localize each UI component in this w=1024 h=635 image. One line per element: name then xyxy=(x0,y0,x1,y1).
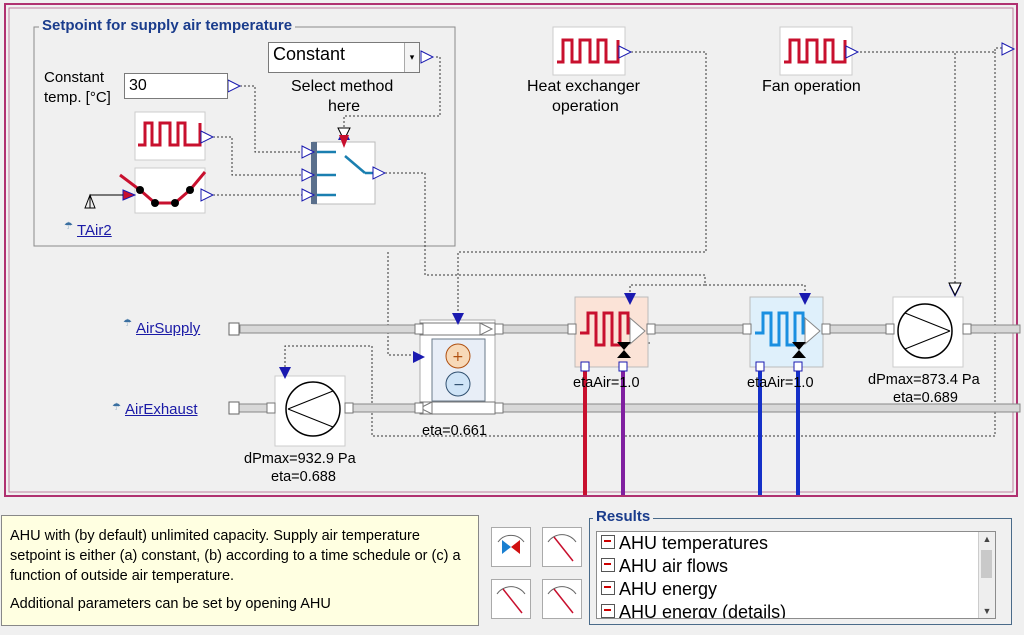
results-scrollbar[interactable]: ▲ ▼ xyxy=(978,532,995,618)
svg-text:−: − xyxy=(453,377,465,393)
svg-text:☂: ☂ xyxy=(112,402,121,413)
select-method-label-2: here xyxy=(328,98,361,115)
scroll-down-icon[interactable]: ▼ xyxy=(982,606,992,616)
water-pipes xyxy=(583,370,800,495)
schedule-icon[interactable] xyxy=(134,111,215,161)
curve-icon[interactable] xyxy=(84,167,215,214)
list-item[interactable]: AHU temperatures xyxy=(597,532,995,555)
valve-icon xyxy=(617,342,631,358)
cooling-coil-eta: etaAir=1.0 xyxy=(747,375,814,391)
results-panel: Results AHU temperatures AHU air flows A… xyxy=(589,508,1012,625)
schedule-icon[interactable] xyxy=(779,26,860,76)
gauge-icon[interactable] xyxy=(491,527,531,567)
exhaust-fan-eta: eta=0.688 xyxy=(271,469,336,485)
gauge-icon[interactable] xyxy=(491,579,531,619)
method-select-value: Constant xyxy=(273,44,346,64)
valve-icon xyxy=(792,342,806,358)
list-item[interactable]: AHU energy xyxy=(597,578,995,601)
cooling-coil-icon[interactable] xyxy=(742,293,831,372)
heat-recovery-icon[interactable]: + − xyxy=(413,313,504,415)
chevron-down-icon[interactable]: ▾ xyxy=(404,43,419,72)
results-title: Results xyxy=(593,508,654,525)
heating-coil-icon[interactable] xyxy=(567,293,656,372)
setpoint-panel-title: Setpoint for supply air temperature xyxy=(39,17,296,34)
constant-temp-label-unit: temp. [°C] xyxy=(44,89,111,106)
scroll-up-icon[interactable]: ▲ xyxy=(982,534,992,544)
svg-text:☂: ☂ xyxy=(123,318,132,329)
select-method-label: Select method xyxy=(291,78,394,95)
gauge-icon[interactable] xyxy=(542,527,582,567)
list-item[interactable]: AHU energy (details) xyxy=(597,601,995,618)
list-item[interactable]: AHU air flows xyxy=(597,555,995,578)
supply-fan-dp: dPmax=873.4 Pa xyxy=(868,372,980,388)
plot-icon xyxy=(601,604,615,618)
plot-icon xyxy=(601,558,615,573)
description-box: AHU with (by default) unlimited capacity… xyxy=(1,515,479,626)
description-paragraph: AHU with (by default) unlimited capacity… xyxy=(10,528,461,584)
fan-signal-output-port xyxy=(1001,42,1016,56)
duct-connectors xyxy=(228,322,240,415)
hx-operation-label-2: operation xyxy=(552,98,619,115)
heating-coil-eta: etaAir=1.0 xyxy=(573,375,640,391)
constant-output-port xyxy=(227,79,242,93)
heat-recovery-eta: eta=0.661 xyxy=(422,423,487,439)
constant-temp-input[interactable] xyxy=(124,73,228,99)
svg-text:+: + xyxy=(452,349,464,365)
plot-icon xyxy=(601,581,615,596)
air-exhaust-link[interactable]: AirExhaust xyxy=(125,401,198,418)
gauge-icon[interactable] xyxy=(542,579,582,619)
exhaust-fan-dp: dPmax=932.9 Pa xyxy=(244,451,356,467)
air-supply-link[interactable]: AirSupply xyxy=(136,320,201,337)
method-select[interactable]: Constant ▾ xyxy=(268,42,420,73)
svg-text:☂: ☂ xyxy=(64,221,73,232)
model-frame xyxy=(4,3,1018,497)
fan-icon[interactable] xyxy=(885,282,972,368)
constant-temp-label: Constant xyxy=(44,69,105,86)
results-list[interactable]: AHU temperatures AHU air flows AHU energ… xyxy=(596,531,996,619)
outdoor-air-link[interactable]: TAir2 xyxy=(77,222,112,239)
switch-icon[interactable] xyxy=(301,127,387,205)
fan-icon[interactable] xyxy=(266,367,354,447)
hx-operation-label: Heat exchanger xyxy=(527,78,640,95)
description-paragraph: Additional parameters can be set by open… xyxy=(10,596,331,612)
schedule-icon[interactable] xyxy=(552,26,633,76)
fan-operation-label: Fan operation xyxy=(762,78,861,95)
plot-icon xyxy=(601,535,615,550)
supply-fan-eta: eta=0.689 xyxy=(893,390,958,406)
weather-icon: ☂ ☂ ☂ xyxy=(64,221,132,413)
scroll-thumb[interactable] xyxy=(981,550,992,578)
